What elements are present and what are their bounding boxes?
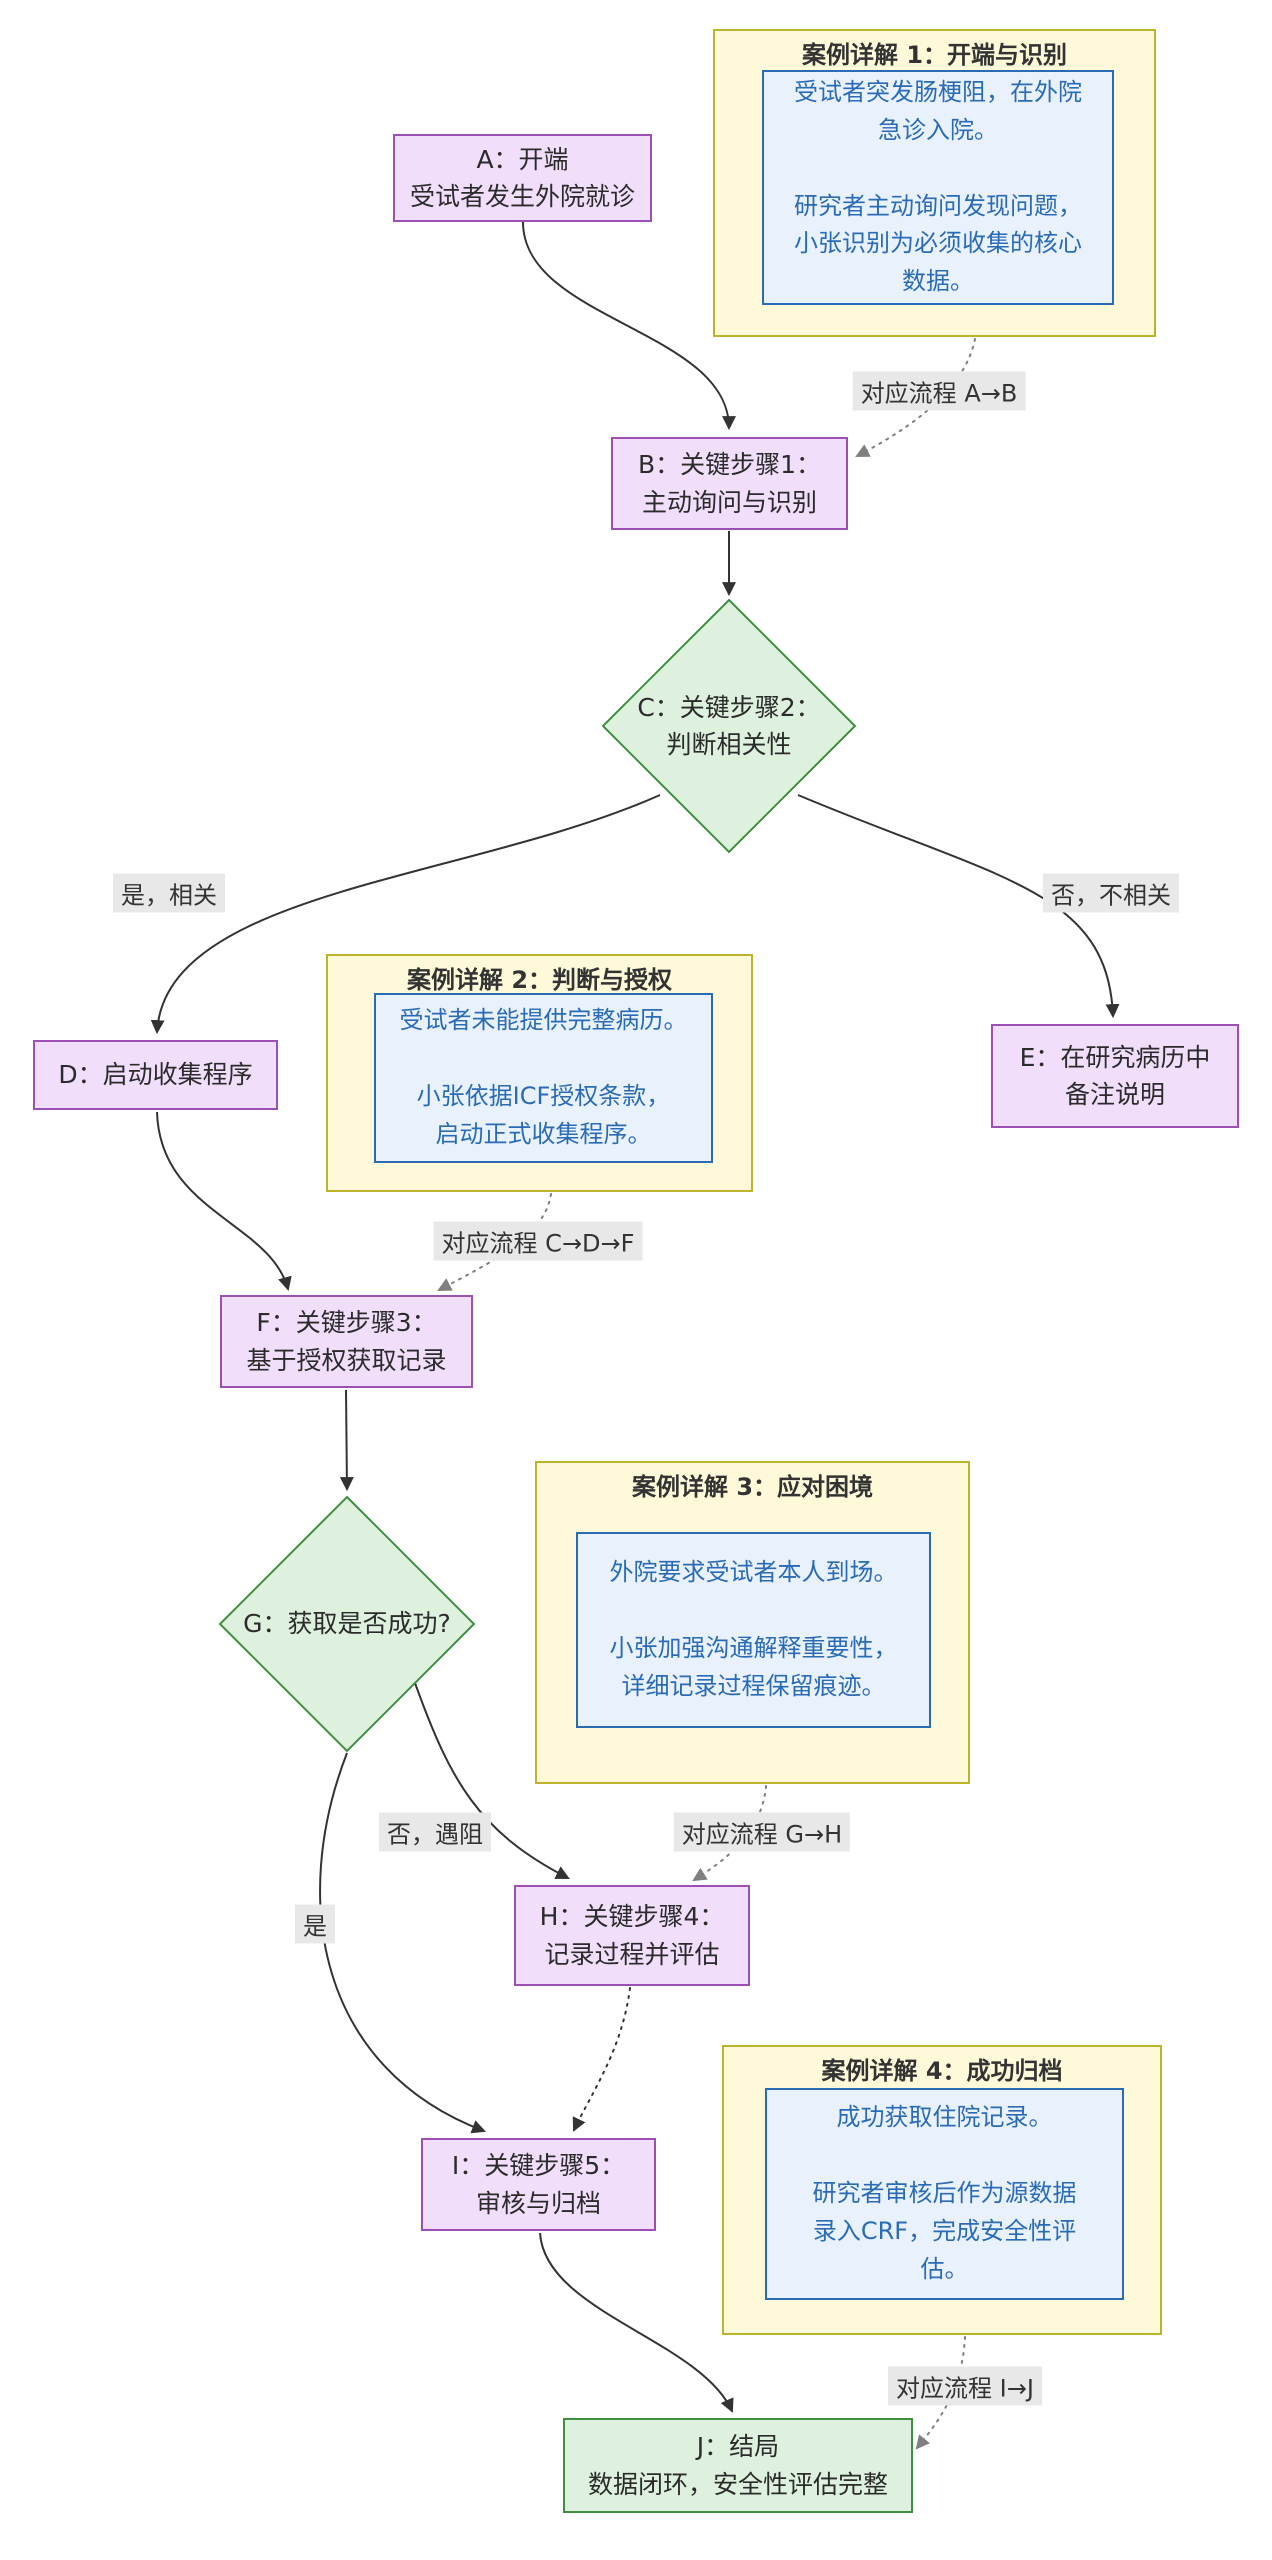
edge-c-to-e: [797, 794, 1120, 1019]
node-j-end: J：结局 数据闭环，安全性评估完整: [563, 2418, 913, 2513]
node-d-start-collection: D：启动收集程序: [33, 1040, 278, 1110]
node-e-annotate: E：在研究病历中 备注说明: [991, 1024, 1239, 1128]
case-note-1-body: 受试者突发肠梗阻，在外院 急诊入院。 研究者主动询问发现问题， 小张识别为必须收…: [762, 70, 1114, 305]
edge-g-to-h: [414, 1682, 570, 1879]
case-note-4-title: 案例详解 4：成功归档: [821, 2057, 1063, 2085]
node-i-step5: I：关键步骤5： 审核与归档: [421, 2138, 656, 2231]
edge-c-to-d: [150, 794, 661, 1035]
decision-g-shape: [218, 1495, 476, 1753]
node-a-start: A：开端 受试者发生外院就诊: [393, 134, 652, 222]
node-h-step4: H：关键步骤4： 记录过程并评估: [514, 1885, 750, 1986]
note-link-label-1: 对应流程 A→B: [852, 371, 1026, 411]
note-link-label-4: 对应流程 I→J: [888, 2366, 1042, 2406]
node-b-step1: B：关键步骤1： 主动询问与识别: [611, 437, 848, 530]
node-g-decision: G：获取是否成功?: [243, 1609, 451, 1639]
note-link-label-3: 对应流程 G→H: [673, 1812, 851, 1852]
edge-g-to-i: [319, 1752, 486, 2134]
edge-a-to-b: [522, 221, 736, 431]
edge-label-no-unrelated: 否，不相关: [1043, 873, 1179, 913]
edge-label-no-blocked: 否，遇阻: [379, 1812, 491, 1852]
case-note-3-title: 案例详解 3：应对困境: [631, 1473, 874, 1501]
case-note-2: 案例详解 2：判断与授权 受试者未能提供完整病历。 小张依据ICF授权条款， 启…: [326, 954, 753, 1192]
edge-d-to-f: [156, 1111, 292, 1292]
case-note-2-body: 受试者未能提供完整病历。 小张依据ICF授权条款， 启动正式收集程序。: [374, 993, 713, 1163]
node-c-decision: C：关键步骤2： 判断相关性: [637, 692, 821, 760]
case-note-4: 案例详解 4：成功归档 成功获取住院记录。 研究者审核后作为源数据 录入CRF，…: [722, 2045, 1162, 2335]
case-note-3: 案例详解 3：应对困境 外院要求受试者本人到场。 小张加强沟通解释重要性， 详细…: [535, 1461, 970, 1784]
case-note-1-title: 案例详解 1：开端与识别: [801, 41, 1068, 69]
edge-h-to-i: [572, 1987, 631, 2132]
case-note-4-body: 成功获取住院记录。 研究者审核后作为源数据 录入CRF，完成安全性评 估。: [765, 2088, 1124, 2300]
edge-label-yes: 是: [295, 1904, 335, 1944]
node-f-step3: F：关键步骤3： 基于授权获取记录: [220, 1295, 473, 1388]
note-link-1-to-b: [855, 338, 976, 457]
case-note-3-body: 外院要求受试者本人到场。 小张加强沟通解释重要性， 详细记录过程保留痕迹。: [576, 1532, 931, 1728]
case-note-1: 案例详解 1：开端与识别 受试者突发肠梗阻，在外院 急诊入院。 研究者主动询问发…: [713, 29, 1156, 337]
edge-i-to-j: [539, 2232, 734, 2413]
edge-f-to-g: [339, 1389, 354, 1492]
edge-label-yes-related: 是，相关: [113, 873, 225, 913]
note-link-4-to-j: [915, 2336, 966, 2450]
decision-c-shape: [601, 598, 857, 854]
case-note-2-title: 案例详解 2：判断与授权: [406, 966, 673, 994]
note-link-label-2: 对应流程 C→D→F: [433, 1221, 643, 1261]
